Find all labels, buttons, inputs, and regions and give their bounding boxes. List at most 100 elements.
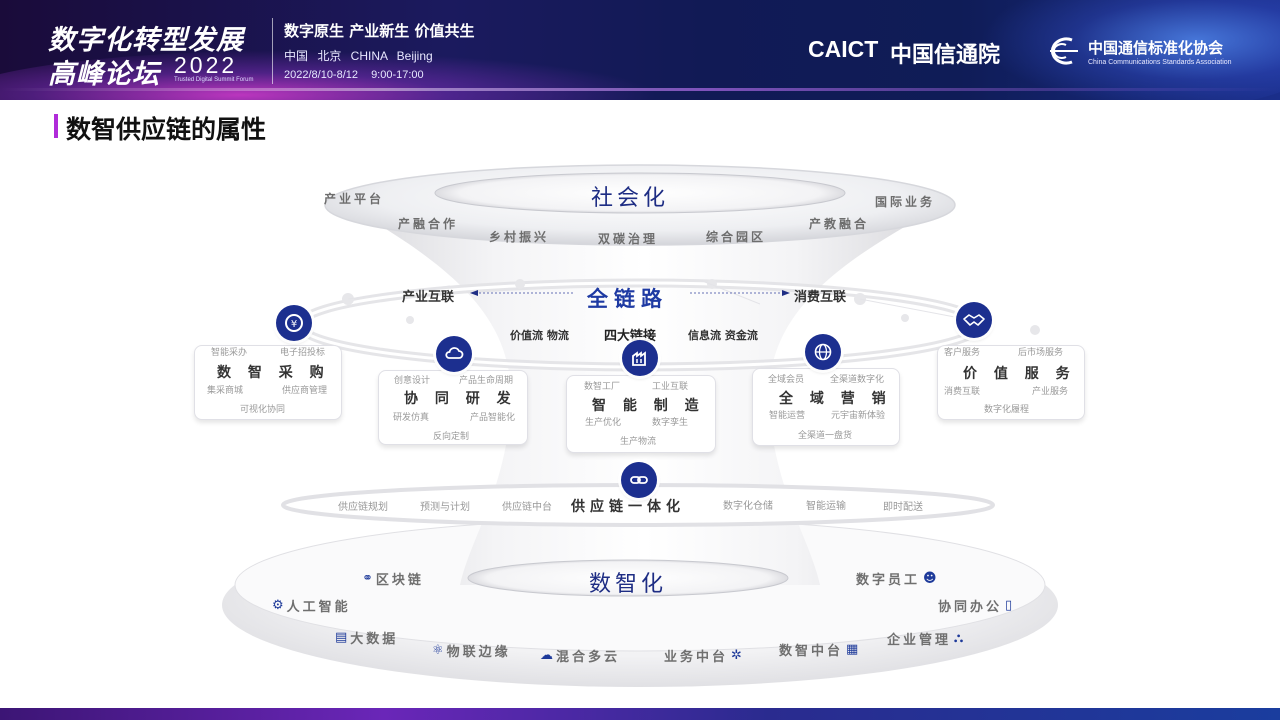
rnd-tag-2: 产品生命周期 [459,376,514,386]
base-item-data-platform: 数智中台 ▦ [779,640,858,659]
base-item-blockchain-label: 区块链 [375,573,424,588]
top-layer-title: 社会化 [591,186,670,211]
consumer-interconnect-label: 消费互联 [794,290,847,305]
service-tag-1: 客户服务 [944,348,981,358]
link-icon [621,462,657,498]
server-grid-icon: ▦ [846,642,859,657]
base-item-enterprise-mgmt: 企业管理 ⛬ [887,629,963,648]
base-item-collab-office-label: 协同办公 [938,600,1003,615]
factory-icon [622,340,658,376]
service-tag-3: 消费互联 [944,387,981,397]
footer-bar [0,708,1280,720]
base-item-data-platform-label: 数智中台 [779,644,844,659]
manufacturing-tag-2: 工业互联 [652,382,689,392]
top-item-industry-finance: 产融合作 [398,217,459,231]
module-card-manufacturing [566,375,716,453]
summit-slogan: 数字原生 产业新生 价值共生 [284,22,475,40]
supply-item-forecast: 预测与计划 [420,502,470,513]
base-item-digital-employee-label: 数字员工 [856,573,921,588]
caict-chinese-name: 中国信通院 [890,43,1001,68]
marketing-title: 全 域 营 销 [779,391,892,407]
module-card-service [937,345,1085,420]
module-card-procurement [194,345,342,420]
service-tag-2: 后市场服务 [1018,348,1064,358]
chain-link-icon: ⚭ [362,571,373,586]
procurement-title: 数 智 采 购 [217,365,330,381]
rnd-tag-1: 创意设计 [394,376,431,386]
database-icon: ▤ [335,630,348,645]
procurement-icon: ¥ [276,305,312,341]
supply-integration-title: 供应链一体化 [571,499,685,515]
base-item-digital-employee: 数字员工 ☻ [856,569,937,588]
page-title: 数智供应链的属性 [66,115,267,144]
network-icon: ✲ [731,648,742,663]
base-item-enterprise-mgmt-label: 企业管理 [887,633,952,648]
summit-english-name: Trusted Digital Summit Forum [174,77,254,83]
manufacturing-tag-1: 数智工厂 [584,382,621,392]
summit-date: 2022/8/10-8/12 9:00-17:00 [284,69,424,81]
marketing-tag-1: 全域会员 [768,375,805,385]
supply-item-transport: 智能运输 [806,501,846,512]
ccsa-chinese-name: 中国通信标准化协会 [1088,39,1224,57]
supply-item-delivery: 即时配送 [883,502,923,513]
procurement-tag-5: 可视化协同 [240,405,286,415]
org-chart-icon: ⛬ [954,631,964,646]
base-item-business-platform: 业务中台 ✲ [664,646,742,665]
robot-icon: ⚙ [272,598,284,613]
supply-item-midplatform: 供应链中台 [502,502,552,513]
base-item-hybrid-cloud: ☁ 混合多云 [540,646,620,665]
four-links-left: 价值流 物流 [510,329,569,342]
base-item-business-platform-label: 业务中台 [664,650,729,665]
service-tag-5: 数字化履程 [984,405,1030,415]
rnd-tag-5: 反向定制 [433,432,470,442]
procurement-tag-3: 集采商城 [207,386,244,396]
svg-text:¥: ¥ [291,319,297,330]
banner-divider [272,18,273,84]
module-card-rnd [378,370,528,445]
base-item-iot-edge-label: 物联边缘 [446,645,511,660]
top-item-industry-platform: 产业平台 [324,192,385,206]
manufacturing-tag-4: 数字孪生 [652,418,689,428]
iot-icon: ⚛ [432,643,444,658]
procurement-tag-4: 供应商管理 [282,386,328,396]
chain-layer-title: 全链路 [587,287,668,311]
multi-cloud-icon: ☁ [540,648,553,663]
base-item-bigdata-label: 大数据 [350,632,399,647]
base-item-ai: ⚙ 人工智能 [272,596,351,615]
top-item-park: 综合园区 [706,230,767,244]
supply-item-warehouse: 数字化仓储 [723,501,773,512]
procurement-tag-2: 电子招投标 [280,348,326,358]
top-item-rural-revival: 乡村振兴 [489,230,550,244]
top-item-international: 国际业务 [875,195,936,209]
marketing-tag-2: 全渠道数字化 [830,375,885,385]
manufacturing-tag-3: 生产优化 [585,418,622,428]
base-layer-title: 数智化 [589,572,668,597]
marketing-tag-4: 元宇宙新体验 [831,411,886,421]
ccsa-logo-icon [1050,37,1078,65]
cloud-icon [436,336,472,372]
rnd-tag-3: 研发仿真 [393,413,430,423]
globe-icon [805,334,841,370]
module-card-marketing [752,368,900,446]
base-item-iot-edge: ⚛ 物联边缘 [432,641,511,660]
manufacturing-tag-5: 生产物流 [620,437,657,447]
base-item-bigdata: ▤ 大数据 [335,628,398,647]
summit-location: 中国 北京 CHINA Beijing [284,49,433,63]
title-accent-bar [54,114,58,138]
banner-streak [0,88,1280,91]
base-item-collab-office: 协同办公 ▯ [938,596,1012,615]
base-item-hybrid-cloud-label: 混合多云 [556,650,621,665]
handshake-icon [956,302,992,338]
industry-interconnect-label: 产业互联 [402,290,455,305]
summit-title-line2: 高峰论坛 [48,59,160,90]
service-title: 价 值 服 务 [963,366,1076,382]
ccsa-english-name: China Communications Standards Associati… [1088,59,1232,66]
top-item-industry-education: 产教融合 [809,217,870,231]
top-item-carbon: 双碳治理 [598,232,659,246]
marketing-tag-5: 全渠道一盘货 [798,431,853,441]
rnd-title: 协 同 研 发 [404,391,517,407]
base-item-ai-label: 人工智能 [286,600,351,615]
four-links-right: 信息流 资金流 [688,329,758,342]
marketing-tag-3: 智能运营 [769,411,806,421]
summit-title-line1: 数字化转型发展 [48,25,244,56]
